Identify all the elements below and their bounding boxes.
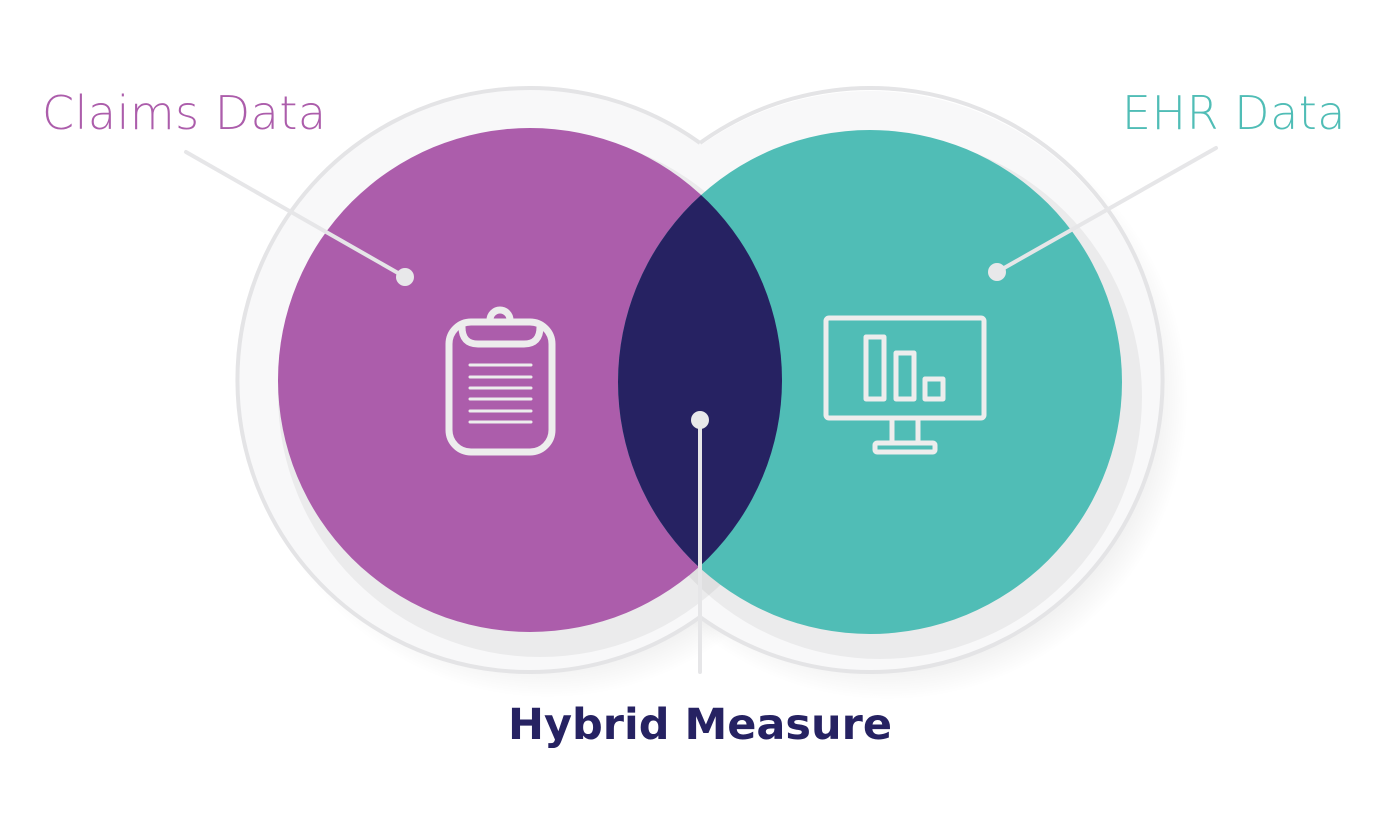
claims-leader-line — [184, 150, 407, 279]
hybrid-leader-dot — [691, 411, 709, 429]
leader-lines — [184, 146, 1218, 674]
monitor-bar-chart-icon — [823, 315, 987, 455]
claims-data-label: Claims Data — [42, 86, 327, 140]
hybrid-measure-label: Hybrid Measure — [507, 700, 893, 750]
ehr-leader-line — [995, 146, 1218, 274]
hybrid-measure-intersection — [618, 130, 782, 632]
claims-leader-dot — [396, 268, 414, 286]
ehr-leader-dot — [988, 263, 1006, 281]
leader-dots — [396, 263, 1006, 429]
clipboard-icon — [445, 306, 556, 456]
ehr-data-label: EHR Data — [1121, 86, 1346, 140]
outer-ring — [235, 86, 1165, 674]
